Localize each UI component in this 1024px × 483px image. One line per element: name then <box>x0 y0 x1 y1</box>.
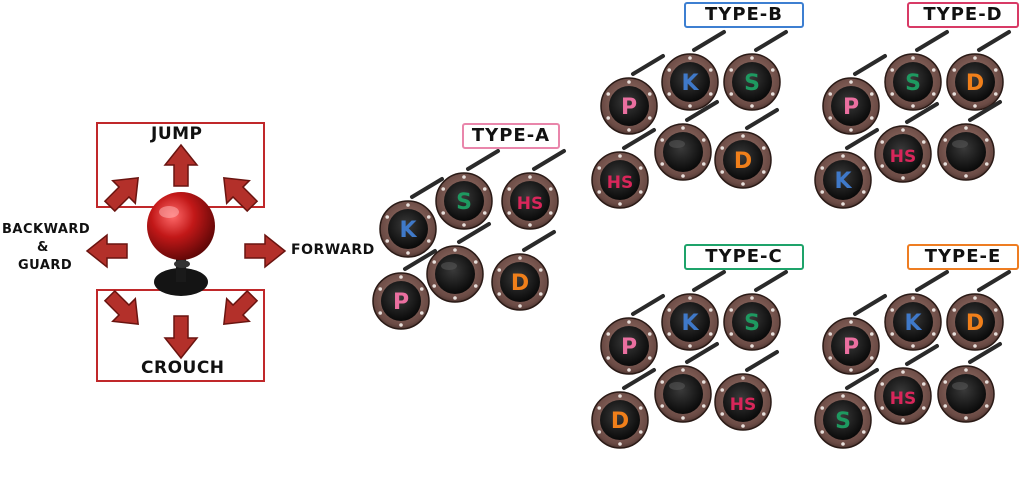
button-top-1-letter: P <box>843 335 859 360</box>
button-top-3: HS <box>501 149 566 230</box>
button-top-1: P <box>600 294 665 375</box>
button-top-3: S <box>723 30 788 111</box>
forward-label: FORWARD <box>291 242 375 258</box>
button-bottom-3: D <box>714 108 779 189</box>
type-e-label: TYPE-E <box>907 244 1019 270</box>
button-bottom-1-letter: D <box>611 409 629 434</box>
button-top-1: K <box>379 177 444 258</box>
type-d-label: TYPE-D <box>907 2 1019 28</box>
button-bottom-1-letter: S <box>835 409 851 434</box>
button-bottom-2 <box>654 100 719 181</box>
button-bottom-3-letter: D <box>511 271 529 296</box>
button-top-2: K <box>884 270 949 351</box>
button-top-1-letter: P <box>621 95 637 120</box>
button-cluster-type-e: P K D S HS <box>814 270 1011 449</box>
button-cluster-type-c: P K S D HS <box>591 270 788 449</box>
button-top-3-letter: HS <box>517 194 543 214</box>
button-bottom-1-letter: P <box>393 290 409 315</box>
button-cluster-type-a: K S HS P D <box>372 149 566 330</box>
button-bottom-2 <box>426 222 491 303</box>
button-top-2: K <box>661 30 726 111</box>
button-bottom-1: D <box>591 368 656 449</box>
guard-label: GUARD <box>18 258 73 273</box>
button-top-1: P <box>822 294 887 375</box>
button-bottom-1: P <box>372 249 437 330</box>
button-bottom-2-letter: HS <box>890 389 916 409</box>
button-top-3-letter: D <box>966 311 984 336</box>
jump-label: JUMP <box>151 124 203 144</box>
button-top-1-letter: P <box>621 335 637 360</box>
arrow-down <box>163 315 199 360</box>
button-bottom-3: HS <box>714 350 779 431</box>
arrow-up-forward <box>223 177 259 213</box>
and-label: & <box>37 240 49 255</box>
backward-label: BACKWARD <box>2 222 91 237</box>
crouch-label: CROUCH <box>141 358 225 378</box>
button-top-2: S <box>884 30 949 111</box>
button-top-2: S <box>435 149 500 230</box>
button-top-3-letter: D <box>966 71 984 96</box>
type-b-label: TYPE-B <box>684 2 804 28</box>
button-bottom-2-letter: HS <box>890 147 916 167</box>
button-top-2-letter: S <box>905 71 921 96</box>
button-top-3: S <box>723 270 788 351</box>
button-bottom-2: HS <box>874 102 939 183</box>
button-bottom-1: K <box>814 128 879 209</box>
button-top-2-letter: K <box>904 311 922 336</box>
button-bottom-1: S <box>814 368 879 449</box>
button-top-1: P <box>600 54 665 135</box>
button-top-1-letter: P <box>843 95 859 120</box>
button-bottom-2: HS <box>874 344 939 425</box>
button-top-3-letter: S <box>744 71 760 96</box>
button-bottom-3-letter: HS <box>730 395 756 415</box>
arrow-backward <box>85 233 128 269</box>
button-top-1: P <box>822 54 887 135</box>
button-top-3-letter: S <box>744 311 760 336</box>
type-c-label: TYPE-C <box>684 244 804 270</box>
button-bottom-1-letter: K <box>834 169 852 194</box>
button-top-3: D <box>946 270 1011 351</box>
button-bottom-3-letter: D <box>734 149 752 174</box>
arrow-up-backward <box>103 177 139 213</box>
button-top-2-letter: K <box>681 311 699 336</box>
type-a-label: TYPE-A <box>462 123 560 149</box>
arrow-down-forward <box>223 289 259 325</box>
button-top-3: D <box>946 30 1011 111</box>
button-layouts: K S HS P D P K S HS D P K S D HS P S D K HS P K D S HS <box>372 30 1011 449</box>
button-cluster-type-d: P S D K HS <box>814 30 1011 209</box>
button-bottom-3 <box>937 100 1002 181</box>
joystick-diagram <box>85 122 287 382</box>
button-top-2-letter: S <box>456 190 472 215</box>
button-bottom-3 <box>937 342 1002 423</box>
button-bottom-1: HS <box>591 128 656 209</box>
joystick <box>147 192 215 296</box>
arrow-forward <box>244 233 287 269</box>
button-top-2-letter: K <box>681 71 699 96</box>
button-top-2: K <box>661 270 726 351</box>
arrow-up <box>163 143 199 187</box>
button-top-1-letter: K <box>399 218 417 243</box>
button-cluster-type-b: P K S HS D <box>591 30 788 209</box>
button-bottom-1-letter: HS <box>607 173 633 193</box>
button-bottom-2 <box>654 342 719 423</box>
button-bottom-3: D <box>491 230 556 311</box>
arrow-down-backward <box>103 289 139 325</box>
